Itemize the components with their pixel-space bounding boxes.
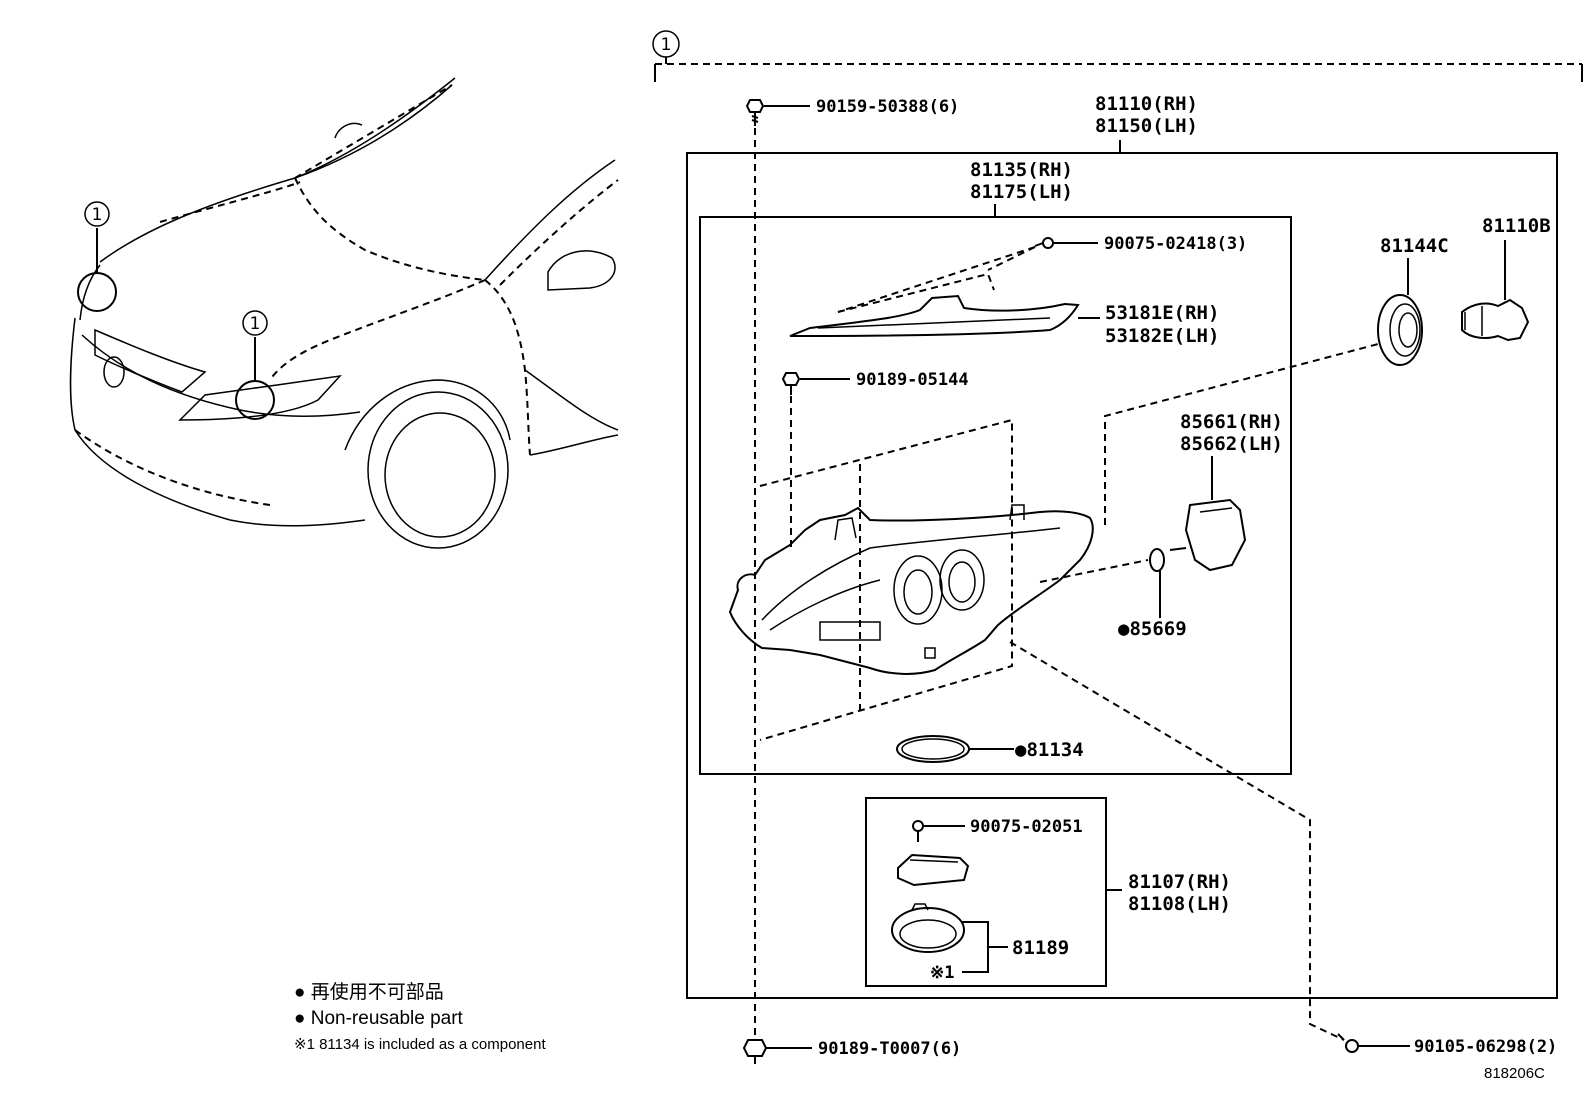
part-label-81144c-line-1: 81144C bbox=[1380, 235, 1449, 257]
part-label-90189-t0007-line-1: 90189-T0007(6) bbox=[818, 1039, 961, 1059]
screw-90075-02051-icon bbox=[912, 820, 924, 842]
part-label-81110-line-1: 81110(RH) bbox=[1095, 93, 1198, 115]
part-label-81110-line-2: 81150(LH) bbox=[1095, 115, 1198, 137]
part-label-81189[interactable]: 81189 bbox=[1012, 937, 1069, 959]
screw-90189-05144-icon bbox=[781, 372, 801, 395]
part-label-53181e[interactable]: 53181E(RH) 53182E(LH) bbox=[1105, 302, 1219, 347]
part-label-85669[interactable]: ●85669 bbox=[1118, 618, 1187, 640]
vehicle-front-illustration bbox=[69, 77, 619, 549]
screw-90075-02418-icon bbox=[1034, 237, 1054, 249]
housing-subassembly-box bbox=[699, 216, 1292, 775]
legend-note: ※1 81134 is included as a component bbox=[294, 1036, 546, 1053]
part-label-81189-line-1: 81189 bbox=[1012, 937, 1069, 959]
part-label-81107[interactable]: 81107(RH) 81108(LH) bbox=[1128, 871, 1231, 915]
leveling-actuator-85661 bbox=[1169, 498, 1247, 572]
vehicle-callout-2[interactable]: 1 bbox=[235, 310, 275, 420]
ballast-cover-81189 bbox=[891, 903, 965, 953]
part-label-90075-02418[interactable]: 90075-02418(3) bbox=[1104, 234, 1247, 254]
part-label-note1[interactable]: ※1 bbox=[930, 963, 954, 983]
ballast-box bbox=[865, 797, 1107, 987]
part-label-90075-02418-line-1: 90075-02418(3) bbox=[1104, 234, 1247, 254]
part-label-53181e-line-1: 53181E(RH) bbox=[1105, 302, 1219, 324]
part-label-81135-line-1: 81135(RH) bbox=[970, 159, 1073, 181]
part-label-90189-t0007[interactable]: 90189-T0007(6) bbox=[818, 1039, 961, 1059]
part-label-90189-05144[interactable]: 90189-05144 bbox=[856, 370, 969, 390]
bulb-81110b bbox=[1461, 298, 1530, 342]
part-label-81107-line-1: 81107(RH) bbox=[1128, 871, 1231, 893]
part-label-81135[interactable]: 81135(RH) 81175(LH) bbox=[970, 159, 1073, 203]
part-label-90105[interactable]: 90105-06298(2) bbox=[1414, 1037, 1557, 1057]
legend-en: ● Non-reusable part bbox=[294, 1008, 464, 1029]
part-label-90075-02051-line-1: 90075-02051 bbox=[970, 817, 1083, 837]
vehicle-callout-2-label: 1 bbox=[250, 314, 261, 334]
part-label-81107-line-2: 81108(LH) bbox=[1128, 893, 1231, 915]
part-label-85661-line-1: 85661(RH) bbox=[1180, 411, 1283, 433]
part-label-90189-05144-line-1: 90189-05144 bbox=[856, 370, 969, 390]
part-label-81135-line-2: 81175(LH) bbox=[970, 181, 1073, 203]
part-label-90159-line-1: 90159-50388(6) bbox=[816, 97, 959, 117]
part-label-81134[interactable]: ●81134 bbox=[1015, 739, 1084, 761]
screw-90105-icon bbox=[1337, 1033, 1359, 1053]
bolt-90159-icon bbox=[745, 99, 765, 126]
legend-jp: ● 再使用不可部品 bbox=[294, 981, 444, 1003]
part-label-85669-line-1: ●85669 bbox=[1118, 618, 1187, 640]
ballast-module bbox=[897, 853, 970, 887]
assembly-callout-label: 1 bbox=[661, 35, 672, 55]
vehicle-callout-1[interactable]: 1 bbox=[77, 201, 117, 312]
clip-90189-t0007-icon bbox=[742, 1039, 768, 1064]
part-label-90105-line-1: 90105-06298(2) bbox=[1414, 1037, 1557, 1057]
headlamp-assembly-box bbox=[686, 152, 1558, 999]
o-ring-85669 bbox=[1149, 548, 1165, 572]
socket-cap-81144c bbox=[1377, 294, 1423, 366]
part-label-81110[interactable]: 81110(RH) 81150(LH) bbox=[1095, 93, 1198, 137]
part-label-note1-line-1: ※1 bbox=[930, 963, 954, 983]
part-label-85661[interactable]: 85661(RH) 85662(LH) bbox=[1180, 411, 1283, 455]
part-label-90159[interactable]: 90159-50388(6) bbox=[816, 97, 959, 117]
part-label-85661-line-2: 85662(LH) bbox=[1180, 433, 1283, 455]
legend: ● 再使用不可部品 ● Non-reusable part ※1 81134 i… bbox=[294, 981, 546, 1053]
part-label-81110b[interactable]: 81110B bbox=[1482, 215, 1551, 237]
vehicle-callout-1-label: 1 bbox=[92, 205, 103, 225]
diagram-id: 818206C bbox=[1484, 1065, 1545, 1082]
gasket-81134 bbox=[896, 735, 970, 763]
headlamp-housing bbox=[728, 418, 1094, 741]
part-label-81110b-line-1: 81110B bbox=[1482, 215, 1551, 237]
part-label-90075-02051[interactable]: 90075-02051 bbox=[970, 817, 1083, 837]
part-label-81144c[interactable]: 81144C bbox=[1380, 235, 1449, 257]
part-label-53181e-line-2: 53182E(LH) bbox=[1105, 325, 1219, 347]
headlamp-cover-53181e bbox=[789, 272, 1080, 337]
part-label-81134-line-1: ●81134 bbox=[1015, 739, 1084, 761]
assembly-bracket: 1 bbox=[652, 30, 1583, 82]
